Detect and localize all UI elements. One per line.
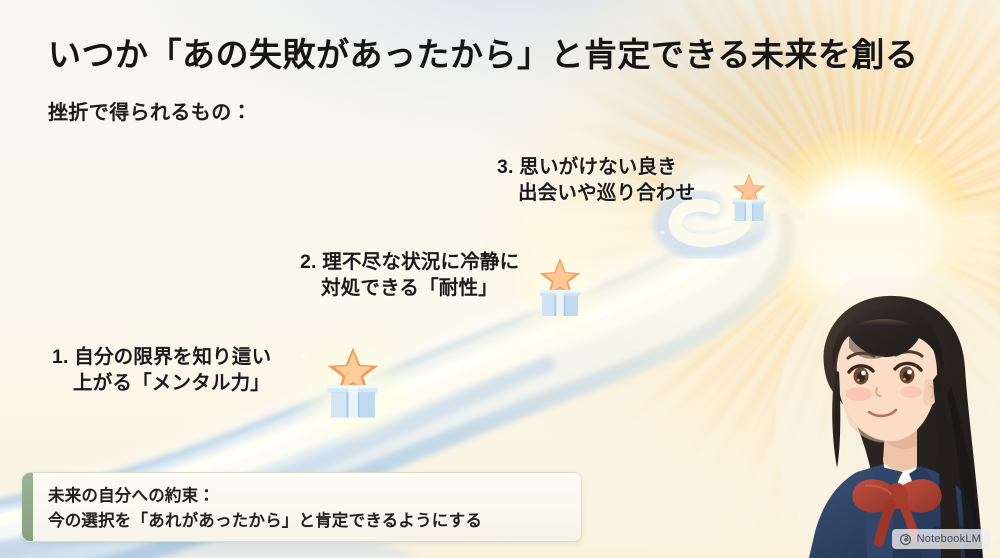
sparkle-icon xyxy=(660,230,665,235)
section-subtitle: 挫折で得られるもの： xyxy=(48,102,252,124)
sparkle-icon xyxy=(468,292,474,298)
sparkle-icon xyxy=(300,352,308,360)
callout-accent-bar xyxy=(22,473,33,541)
notebooklm-watermark: NotebookLM xyxy=(891,529,990,549)
sparkle-icon xyxy=(916,138,923,145)
callout-line-1: 未来の自分への約束： xyxy=(48,487,215,505)
sparkle-icon xyxy=(556,330,561,335)
watermark-label: NotebookLM xyxy=(916,533,981,545)
promise-callout: 未来の自分への約束： 今の選択を「あれがあったから」と肯定できるようにする xyxy=(22,472,582,542)
step-1-line-2: 上がる「メンタル力」 xyxy=(73,371,271,394)
notebooklm-logo-icon xyxy=(899,533,911,545)
page-title: いつか「あの失敗があったから」と肯定できる未来を創る xyxy=(48,38,919,74)
step-3-line-2: 出会いや巡り合わせ xyxy=(518,181,696,204)
step-2-line-1: 2. 理不尽な状況に冷静に xyxy=(300,251,520,273)
step-3-line-1: 3. 思いがけない良き xyxy=(497,156,677,178)
step-1-line-1: 1. 自分の限界を知り這い xyxy=(52,346,272,368)
callout-text: 未来の自分への約束： 今の選択を「あれがあったから」と肯定できるようにする xyxy=(48,484,482,534)
step-item-1: 1. 自分の限界を知り這い 上がる「メンタル力」 xyxy=(52,345,271,396)
callout-line-2: 今の選択を「あれがあったから」と肯定できるようにする xyxy=(48,512,483,531)
step-item-3: 3. 思いがけない良き 出会いや巡り合わせ xyxy=(497,155,695,206)
step-item-2: 2. 理不尽な状況に冷静に 対処できる「耐性」 xyxy=(300,250,519,301)
step-2-line-2: 対処できる「耐性」 xyxy=(321,276,498,299)
